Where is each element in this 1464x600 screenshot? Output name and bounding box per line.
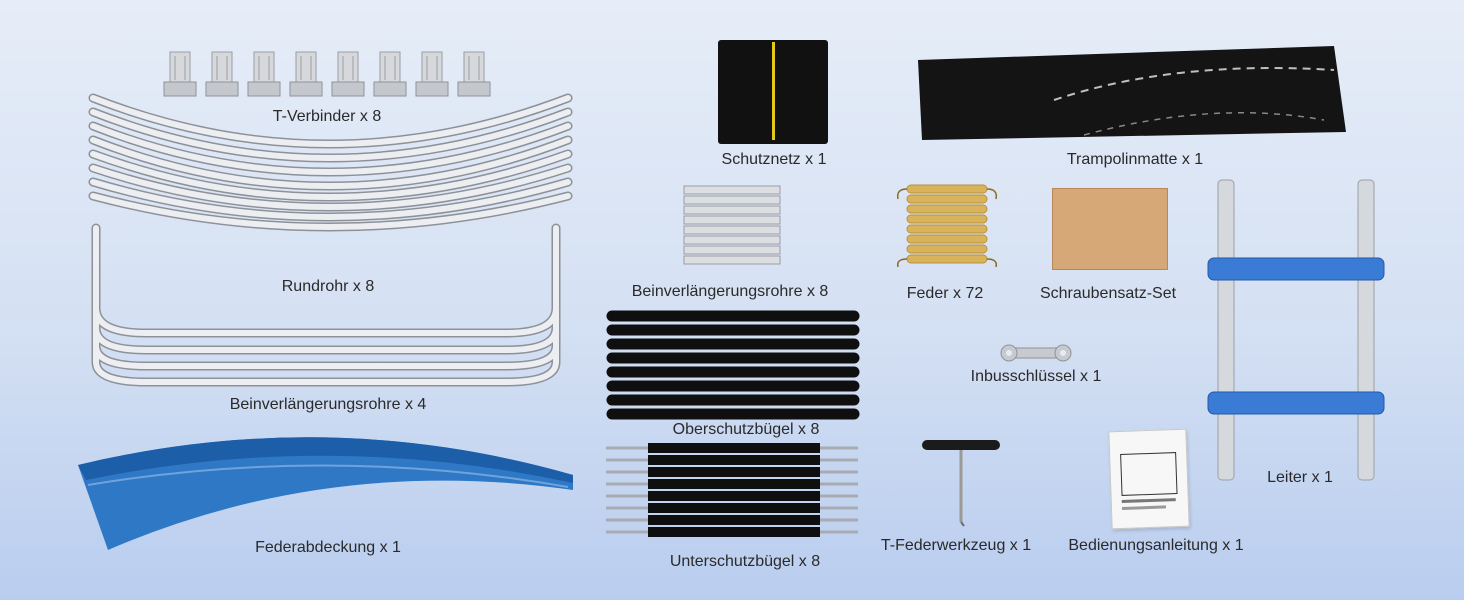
ladder-icon	[1207, 179, 1385, 481]
lower-protection-bar-icon	[606, 443, 858, 537]
safety-net-icon	[718, 40, 828, 144]
trampoline-mat-icon	[918, 46, 1346, 140]
t-connector-label: T-Verbinder x 8	[272, 108, 382, 125]
round-tube-icon	[88, 93, 573, 232]
trampoline-mat-label: Trampolinmatte x 1	[1066, 151, 1204, 168]
leg-extension-8-icon	[683, 185, 781, 265]
allen-key-label: Inbusschlüssel x 1	[970, 368, 1102, 385]
spring-label: Feder x 72	[906, 285, 984, 302]
screw-set-icon	[1052, 188, 1168, 270]
spring-tool-label: T-Federwerkzeug x 1	[880, 537, 1032, 554]
spring-tool-icon	[922, 440, 1000, 527]
t-connector-group	[160, 48, 491, 100]
manual-icon	[1108, 428, 1190, 530]
ladder-label: Leiter x 1	[1267, 469, 1333, 486]
lower-protection-bar-label: Unterschutzbügel x 8	[669, 553, 821, 570]
upper-protection-bar-label: Oberschutzbügel x 8	[672, 421, 820, 438]
t-connector-icon	[163, 51, 491, 97]
upper-protection-bar-icon	[606, 310, 860, 420]
spring-cover-icon	[78, 437, 573, 550]
leg-extension-8-label: Beinverlängerungsrohre x 8	[631, 283, 829, 300]
allen-key-icon	[1000, 344, 1072, 362]
leg-extension-u-icon	[91, 223, 561, 387]
round-tube-label: Rundrohr x 8	[281, 278, 375, 295]
leg-extension-4-label: Beinverlängerungsrohre x 4	[229, 396, 427, 413]
spring-icon	[896, 184, 998, 268]
safety-net-label: Schutznetz x 1	[721, 151, 827, 168]
spring-cover-label: Federabdeckung x 1	[255, 539, 401, 556]
screw-set-label: Schraubensatz-Set	[1039, 285, 1177, 302]
manual-label: Bedienungsanleitung x 1	[1068, 537, 1244, 554]
